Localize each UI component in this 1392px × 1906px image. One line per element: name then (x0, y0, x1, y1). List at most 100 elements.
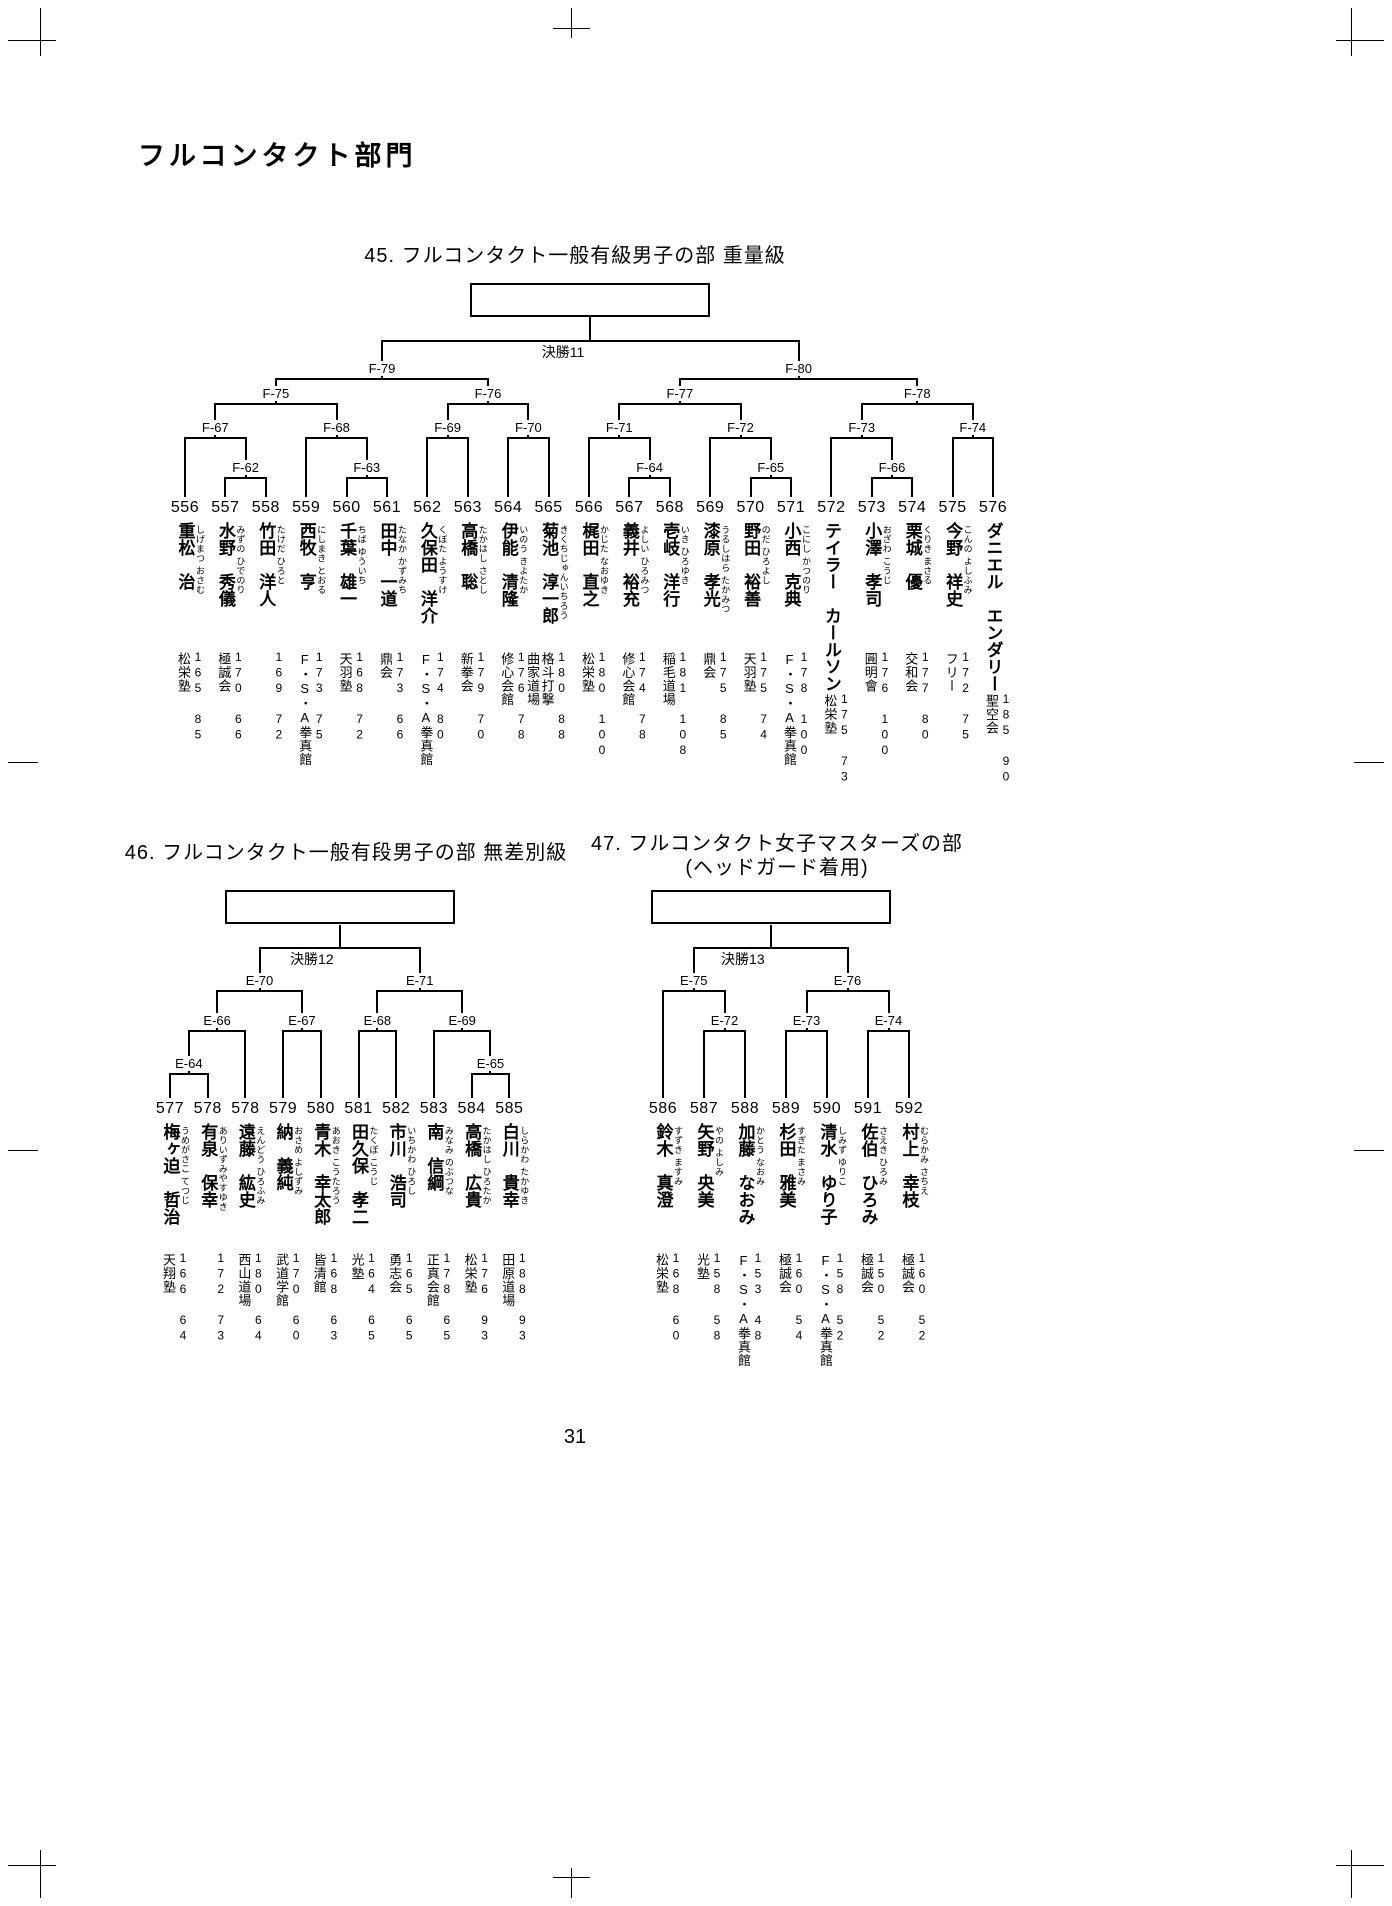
match-label: F-75 (260, 386, 292, 401)
entry-furigana: むらかみ さちえ (919, 1126, 929, 1196)
match-label: F-78 (901, 386, 933, 401)
entry-name-area: 鈴木 真澄すずき ますみ (643, 1123, 684, 1251)
match-label: E-71 (404, 973, 436, 988)
entry-number: 575 (938, 499, 967, 516)
bracket-line-h (692, 947, 849, 949)
entry-stats: 170 60 (289, 1251, 304, 1344)
entry-name-area: 市川 浩司いちかわ ひろし (376, 1123, 417, 1251)
bracket-line-h (678, 378, 919, 380)
entry-stats: 180 100 (595, 650, 609, 759)
entry-number: 572 (817, 499, 846, 516)
entry-name-area: 栗城 優くりき まさる (892, 522, 933, 650)
bracket-line-v (345, 477, 348, 497)
bracket-line-h (703, 1030, 746, 1032)
entry-name-area: 田久保 孝二たくぼ こうじ (339, 1123, 379, 1251)
entry-furigana: いちかわ ひろし (406, 1126, 417, 1196)
entry-name-area: 菊池 淳一郎きくちじゅんいちろう (529, 522, 569, 650)
bracket-line-h (274, 378, 489, 380)
entry-name-area: 高橋 聡たかはし さとし (448, 522, 488, 650)
entry-stats: 158 52 (833, 1251, 847, 1344)
bracket-line-h (376, 990, 464, 992)
entry-stats: 172 75 (958, 650, 973, 743)
bracket-line-v (470, 1073, 473, 1098)
entry-name-area: 壱岐 洋行いき ひろゆき (650, 522, 690, 650)
bracket-line-v (305, 437, 308, 497)
bracket-line-v (769, 437, 772, 477)
entry-stats: 165 85 (191, 650, 205, 743)
bracket-line-h (662, 990, 726, 992)
bracket-line-v (867, 1030, 869, 1098)
entry-club: 稲毛道場 (660, 652, 676, 706)
bracket-line-h (749, 477, 792, 479)
bracket-line-h (446, 403, 530, 405)
entry-furigana: くりき まさる (922, 525, 933, 586)
bracket-line-v (224, 477, 227, 497)
entry-club: 松栄塾 (654, 1253, 669, 1294)
entry-name: 水野 秀儀 (215, 522, 235, 607)
match-label: F-66 (876, 460, 908, 475)
entry-stats: 185 90 (999, 692, 1013, 785)
entry-club: 松栄塾 (176, 652, 191, 693)
bracket-line-h (860, 403, 974, 405)
entry-furigana: いのう きよたか (518, 525, 529, 595)
entry-furigana: たくぼ こうじ (368, 1126, 379, 1187)
entry-number: 587 (689, 1100, 719, 1117)
bracket-line-h (187, 1030, 247, 1032)
bracket-line-v (589, 317, 592, 340)
bracket-line-h (214, 403, 338, 405)
entry-stats: 166 64 (176, 1251, 190, 1344)
bracket-line-h (258, 947, 421, 949)
bracket-line-v (744, 1030, 746, 1098)
champion-box (224, 890, 455, 924)
match-label: F-77 (664, 386, 696, 401)
entry-name: 重松 治 (175, 522, 195, 590)
entry-number: 557 (211, 499, 240, 516)
entry-stats: 179 70 (473, 650, 488, 743)
entry-furigana: のだ ひろよし (760, 525, 771, 586)
match-label: F-63 (351, 460, 383, 475)
entry-stats: 175 85 (716, 650, 731, 743)
bracket-line-v (951, 437, 954, 497)
entry-club: 極誠会 (859, 1253, 874, 1294)
entry-name: 市川 浩司 (386, 1123, 406, 1208)
entry-number: 580 (306, 1100, 335, 1117)
entry-number: 562 (413, 499, 442, 516)
entry-club: 西山道場 (236, 1253, 252, 1307)
entry-club: 正真会館 (424, 1253, 440, 1307)
entry-bottom-area: 169 72 (246, 650, 286, 810)
entry-furigana: たなか かずみち (397, 525, 407, 595)
entry-number: 578 (231, 1100, 260, 1117)
match-label: F-79 (366, 361, 398, 376)
entry-name-area: 青木 幸太郎あおき こうたろう (301, 1123, 341, 1251)
entry-furigana: たかはし ひろたか (481, 1126, 492, 1206)
entry-club: 極誠会 (216, 652, 232, 693)
bracket-line-h (870, 477, 914, 479)
crop-mark (40, 1850, 41, 1898)
entry-stats: 178 100 (797, 650, 811, 759)
crop-mark (1336, 1865, 1384, 1866)
entry-name-area: 義井 裕充よしい ひろみつ (609, 522, 650, 650)
entry-name: 佐伯 ひろみ (858, 1123, 878, 1225)
entry-number: 576 (978, 499, 1008, 516)
bracket-line-v (769, 925, 772, 947)
match-label: E-70 (243, 973, 276, 988)
entry-name-area: ダニエル エンダリー (973, 522, 1013, 692)
